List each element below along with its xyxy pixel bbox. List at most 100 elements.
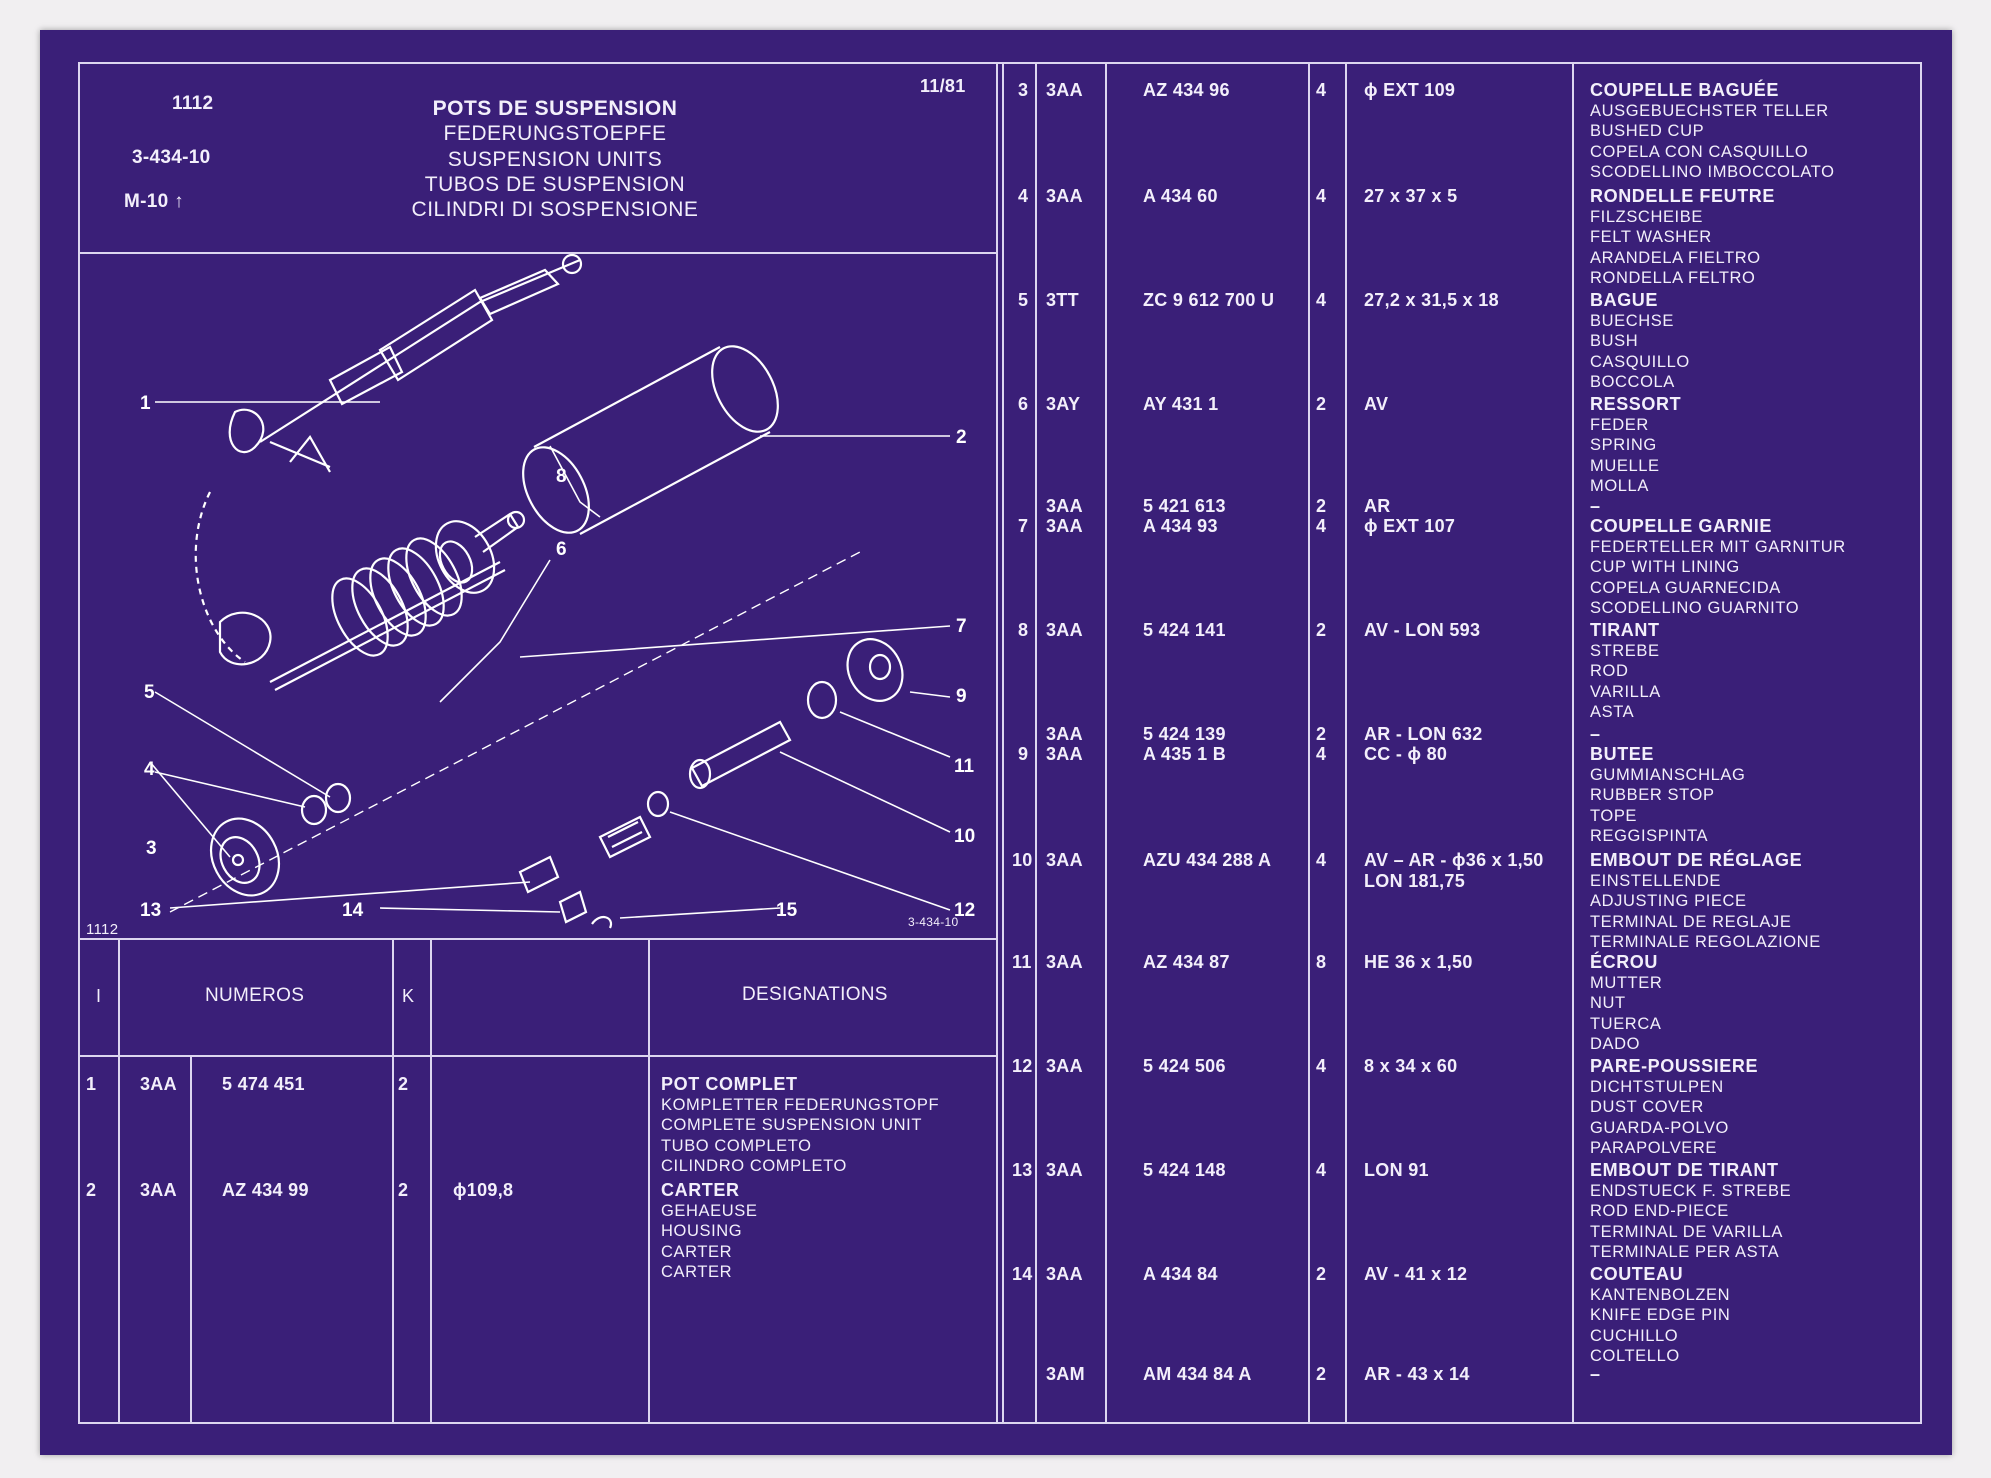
title-fr: POTS DE SUSPENSION xyxy=(432,97,678,120)
row-group: 3AA xyxy=(1046,80,1083,100)
row-qty: 2 xyxy=(1316,1364,1327,1384)
row-qty: 4 xyxy=(1316,290,1327,310)
row-index: 4 xyxy=(1018,186,1029,206)
row-qty: 2 xyxy=(1316,394,1327,414)
col-line xyxy=(1105,62,1107,1424)
row-spec: ϕ EXT 109 xyxy=(1364,80,1456,100)
callout-2: 2 xyxy=(956,427,967,448)
callout-12: 12 xyxy=(954,900,975,921)
item-1-designation: POT COMPLET KOMPLETTER FEDERUNGSTOPF COM… xyxy=(661,1074,940,1176)
sheet-reference: 3-434-10 xyxy=(132,147,211,168)
row-index: 14 xyxy=(1012,1264,1033,1284)
row-index: 5 xyxy=(1018,290,1029,310)
row-spec: LON 91 xyxy=(1364,1160,1429,1180)
row-part-number: 5 424 139 xyxy=(1143,724,1226,744)
callout-labels: 1 2 3 4 5 6 7 8 9 10 11 12 13 14 15 xyxy=(140,393,975,921)
callout-10: 10 xyxy=(954,826,975,847)
parts-sheet: 1112 3-434-10 M-10 ↑ 11/81 POTS DE SUSPE… xyxy=(40,30,1952,1455)
col-line xyxy=(1345,62,1347,1424)
row-group: 3AA xyxy=(1046,186,1083,206)
row-part-number: A 435 1 B xyxy=(1143,744,1227,764)
row-index: 3 xyxy=(1018,80,1029,100)
row-group: 3AA xyxy=(1046,1264,1083,1284)
row-qty: 4 xyxy=(1316,744,1327,764)
row-qty: 2 xyxy=(1316,620,1327,640)
row-spec: AV xyxy=(1364,394,1389,414)
item-1-group: 3AA xyxy=(140,1074,177,1094)
col-line xyxy=(1572,62,1574,1424)
row-group: 3AA xyxy=(1046,496,1083,516)
callout-14: 14 xyxy=(342,900,364,921)
row-qty: 4 xyxy=(1316,850,1327,870)
header-numbers: NUMEROS xyxy=(205,985,305,1006)
callout-1: 1 xyxy=(140,393,151,414)
title-es: TUBOS DE SUSPENSION xyxy=(424,173,686,196)
table-header-divider xyxy=(78,1055,998,1057)
row-group: 3AA xyxy=(1046,1160,1083,1180)
row-qty: 4 xyxy=(1316,1056,1327,1076)
row-part-number: A 434 93 xyxy=(1143,516,1218,536)
col-line xyxy=(430,938,432,1424)
row-spec: 27,2 x 31,5 x 18 xyxy=(1364,290,1499,310)
row-index: 9 xyxy=(1018,744,1029,764)
row-spec-line2: LON 181,75 xyxy=(1364,870,1466,891)
callout-9: 9 xyxy=(956,686,967,707)
callout-15: 15 xyxy=(776,900,798,921)
row-group: 3AM xyxy=(1046,1364,1085,1384)
sheet-frame xyxy=(78,62,1922,1424)
callout-3: 3 xyxy=(146,838,157,859)
model-label: M-10 xyxy=(124,191,169,212)
row-designation: – xyxy=(1590,496,1601,516)
item-1-qty: 2 xyxy=(398,1074,409,1094)
callout-13: 13 xyxy=(140,900,161,921)
row-part-number: ZC 9 612 700 U xyxy=(1143,290,1275,310)
row-spec: AV - LON 593 xyxy=(1364,620,1481,640)
divider-left-right-2 xyxy=(1002,62,1004,1424)
row-qty: 4 xyxy=(1316,186,1327,206)
row-group: 3AA xyxy=(1046,620,1083,640)
callout-4: 4 xyxy=(144,759,155,780)
row-index: 10 xyxy=(1012,850,1033,870)
row-qty: 4 xyxy=(1316,80,1327,100)
col-line xyxy=(118,938,120,1424)
row-part-number: A 434 84 xyxy=(1143,1264,1218,1284)
row-spec: 8 x 34 x 60 xyxy=(1364,1056,1458,1076)
col-line xyxy=(1308,62,1310,1424)
item-2-qty: 2 xyxy=(398,1180,409,1200)
title-it: CILINDRI DI SOSPENSIONE xyxy=(411,198,699,221)
row-part-number: 5 424 148 xyxy=(1143,1160,1226,1180)
exploded-view-drawing: 1 2 3 4 5 6 7 8 9 10 11 12 13 14 15 xyxy=(140,253,975,929)
row-part-number: 5 424 506 xyxy=(1143,1056,1226,1076)
up-arrow-icon: ↑ xyxy=(174,191,184,212)
item-2-index: 2 xyxy=(86,1180,97,1200)
row-designation: – xyxy=(1590,1364,1601,1384)
callout-5: 5 xyxy=(144,682,155,703)
callout-8: 8 xyxy=(556,466,567,487)
row-group: 3AY xyxy=(1046,394,1081,414)
row-part-number: AZU 434 288 A xyxy=(1143,850,1272,870)
row-qty: 2 xyxy=(1316,496,1327,516)
row-designation: – xyxy=(1590,724,1601,744)
row-spec: AV – AR - ϕ36 x 1,50 xyxy=(1364,850,1544,870)
row-spec: AR - LON 632 xyxy=(1364,724,1483,744)
header-qty: K xyxy=(402,986,415,1006)
header-designations: DESIGNATIONS xyxy=(742,984,888,1005)
row-group: 3AA xyxy=(1046,850,1083,870)
item-1-index: 1 xyxy=(86,1074,97,1094)
row-qty: 8 xyxy=(1316,952,1327,972)
col-line xyxy=(190,1055,192,1424)
callout-6: 6 xyxy=(556,539,567,560)
callout-7: 7 xyxy=(956,616,967,637)
row-qty: 4 xyxy=(1316,516,1327,536)
drawing-code-left: 1112 xyxy=(86,921,119,938)
item-1-number: 5 474 451 xyxy=(222,1074,305,1094)
